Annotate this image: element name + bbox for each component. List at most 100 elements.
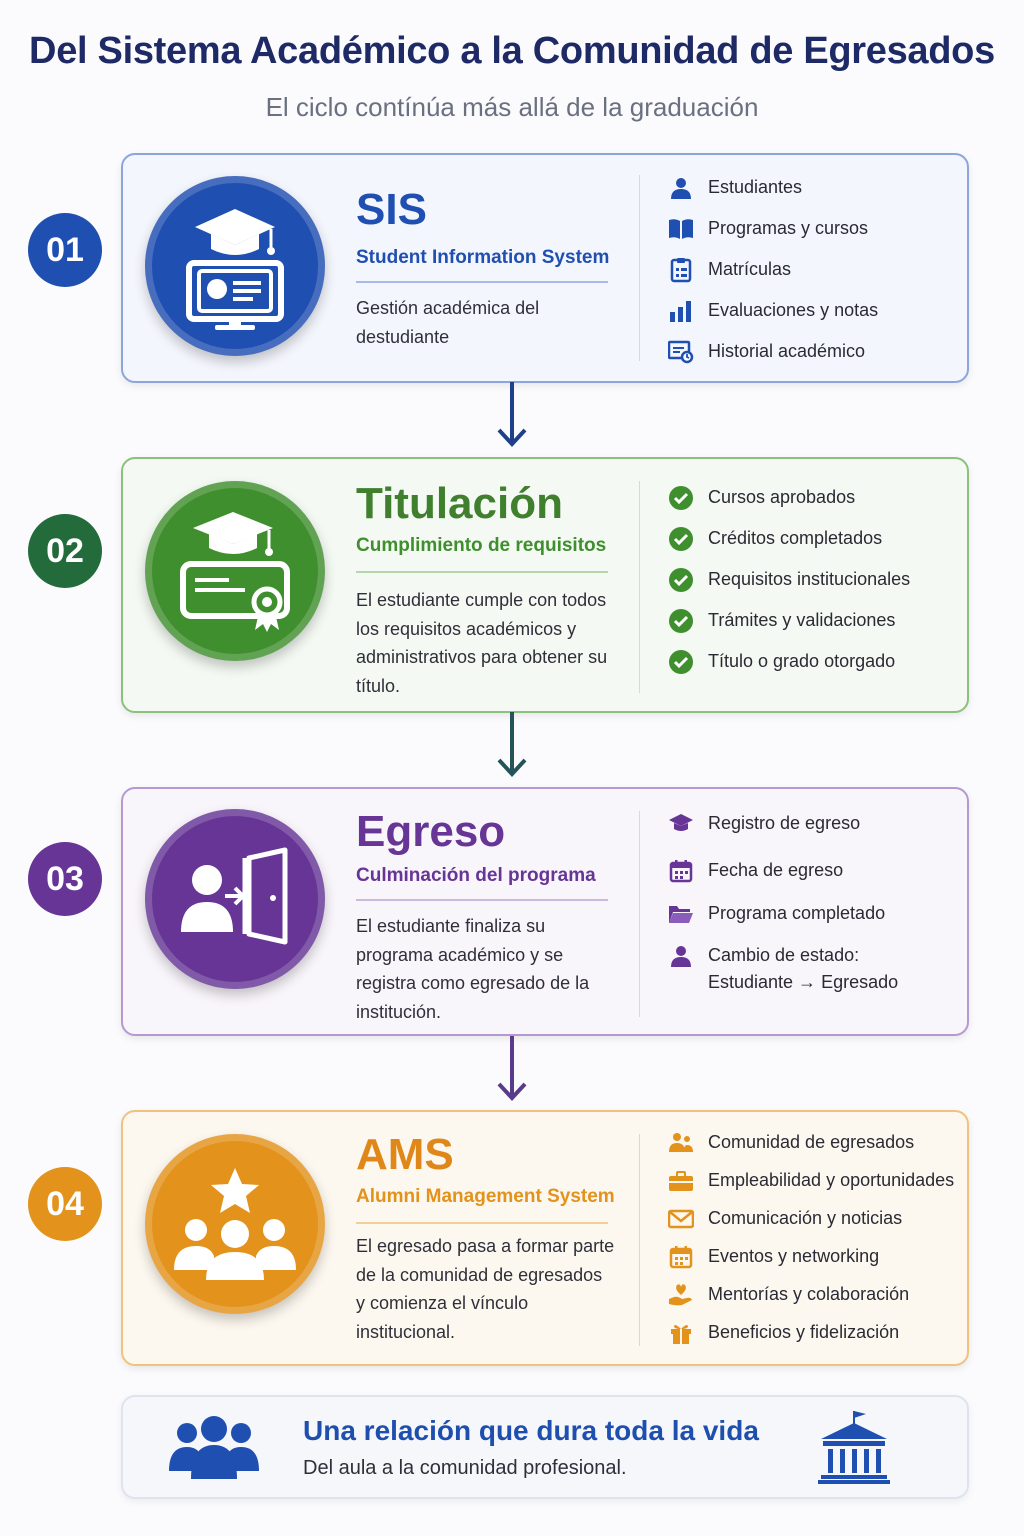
feature-label: Eventos y networking (708, 1246, 880, 1266)
graduation-cap-icon (668, 811, 694, 837)
people-icon (668, 1130, 694, 1156)
page-subtitle: El ciclo contínúa más allá de la graduac… (265, 92, 759, 122)
list-item: Programa completado (668, 903, 957, 927)
list-item: Evaluaciones y notas (668, 300, 957, 324)
clipboard-icon (668, 257, 694, 283)
feature-label: Evaluaciones y notas (708, 300, 879, 320)
feature-label: Fecha de egreso (708, 860, 844, 880)
list-item: Cambio de estado:Estudiante → Egresado (668, 945, 957, 996)
bar-chart-icon (668, 298, 694, 324)
vertical-divider (639, 811, 640, 1017)
footer-subtitle: Del aula a la comunidad profesional. (303, 1457, 627, 1479)
step-description: Gestión académica del destudiante (356, 298, 540, 347)
check-circle-icon (668, 485, 694, 511)
list-item: Estudiantes (668, 177, 957, 201)
feature-label-line2: Estudiante → Egresado (708, 972, 899, 992)
briefcase-icon (668, 1168, 694, 1194)
list-item: Cursos aprobados (668, 485, 957, 511)
diploma-graduation-cap-icon (145, 481, 325, 661)
feature-label: Requisitos institucionales (708, 569, 911, 589)
step-title: Egreso (356, 807, 506, 856)
feature-list: Estudiantes Programas y cursos Matrícula… (668, 155, 957, 385)
feature-label: Título o grado otorgado (708, 651, 896, 671)
feature-list: Comunidad de egresados Empleabilidad y o… (668, 1112, 957, 1368)
feature-label: Empleabilidad y oportunidades (708, 1170, 955, 1190)
feature-label: Cursos aprobados (708, 487, 856, 507)
step-number-badge: 04 (28, 1167, 102, 1241)
step-subtitle: Culminación del programa (356, 865, 596, 886)
step-number-badge: 03 (28, 842, 102, 916)
institution-building-icon (818, 1411, 890, 1484)
step-subtitle: Cumplimiento de requisitos (356, 535, 607, 556)
feature-label: Créditos completados (708, 528, 883, 548)
user-icon (668, 943, 694, 969)
feature-label: Trámites y validaciones (708, 610, 896, 630)
vertical-divider (639, 1134, 640, 1346)
arrow-down-icon (497, 712, 527, 777)
list-item: Créditos completados (668, 526, 957, 552)
user-icon (668, 175, 694, 201)
vertical-divider (639, 175, 640, 361)
page-title: Del Sistema Académico a la Comunidad de … (29, 30, 995, 72)
person-exit-door-icon (145, 809, 325, 989)
step-title: AMS (356, 1130, 454, 1179)
check-circle-icon (668, 608, 694, 634)
feature-label: Cambio de estado:Estudiante → Egresado (708, 942, 898, 996)
check-circle-icon (668, 526, 694, 552)
divider (356, 571, 608, 573)
feature-label: Matrículas (708, 259, 792, 279)
feature-label: Registro de egreso (708, 813, 861, 833)
list-item: Programas y cursos (668, 218, 957, 242)
feature-label: Historial académico (708, 341, 866, 361)
list-item: Comunicación y noticias (668, 1208, 957, 1232)
list-item: Matrículas (668, 257, 957, 283)
footer-banner: Una relación que dura toda la vida Del a… (121, 1395, 969, 1499)
list-item: Historial académico (668, 339, 957, 365)
feature-label: Programas y cursos (708, 218, 869, 238)
list-item: Mentorías y colaboración (668, 1284, 957, 1308)
feature-label: Comunicación y noticias (708, 1208, 903, 1228)
list-item: Comunidad de egresados (668, 1132, 957, 1156)
feature-label: Mentorías y colaboración (708, 1284, 910, 1304)
step-card: SIS Student Information System Gestión a… (121, 153, 969, 383)
divider (356, 281, 608, 283)
step-card: Egreso Culminación del programa El estud… (121, 787, 969, 1036)
step-subtitle: Alumni Management System (356, 1186, 615, 1207)
feature-label: Programa completado (708, 903, 886, 923)
divider (356, 899, 608, 901)
list-item: Título o grado otorgado (668, 649, 957, 675)
heart-hand-icon (668, 1282, 694, 1308)
calendar-icon (668, 858, 694, 884)
list-item: Registro de egreso (668, 813, 957, 837)
list-item: Empleabilidad y oportunidades (668, 1170, 957, 1194)
computer-graduation-cap-icon (145, 176, 325, 356)
list-item: Requisitos institucionales (668, 567, 957, 593)
step-description: El estudiante cumple con todos los requi… (356, 590, 608, 696)
list-item: Beneficios y fidelización (668, 1322, 957, 1346)
step-title: Titulación (356, 479, 563, 528)
vertical-divider (639, 481, 640, 693)
step-description: El estudiante finaliza su programa acadé… (356, 916, 590, 1022)
community-star-icon (145, 1134, 325, 1314)
check-circle-icon (668, 567, 694, 593)
step-description: El egresado pasa a formar parte de la co… (356, 1236, 615, 1342)
arrow-down-icon (497, 1036, 527, 1101)
book-icon (668, 216, 694, 242)
envelope-icon (668, 1206, 694, 1232)
step-card: AMS Alumni Management System El egresado… (121, 1110, 969, 1366)
feature-label: Comunidad de egresados (708, 1132, 915, 1152)
list-item: Fecha de egreso (668, 860, 957, 884)
step-card: Titulación Cumplimiento de requisitos El… (121, 457, 969, 713)
list-item: Trámites y validaciones (668, 608, 957, 634)
history-record-icon (668, 339, 694, 365)
check-circle-icon (668, 649, 694, 675)
step-number-badge: 01 (28, 213, 102, 287)
calendar-icon (668, 1244, 694, 1270)
feature-label: Beneficios y fidelización (708, 1322, 900, 1342)
people-group-icon (169, 1416, 259, 1479)
step-subtitle: Student Information System (356, 247, 610, 268)
step-number-badge: 02 (28, 514, 102, 588)
folder-icon (668, 901, 694, 927)
gift-icon (668, 1320, 694, 1346)
list-item: Eventos y networking (668, 1246, 957, 1270)
